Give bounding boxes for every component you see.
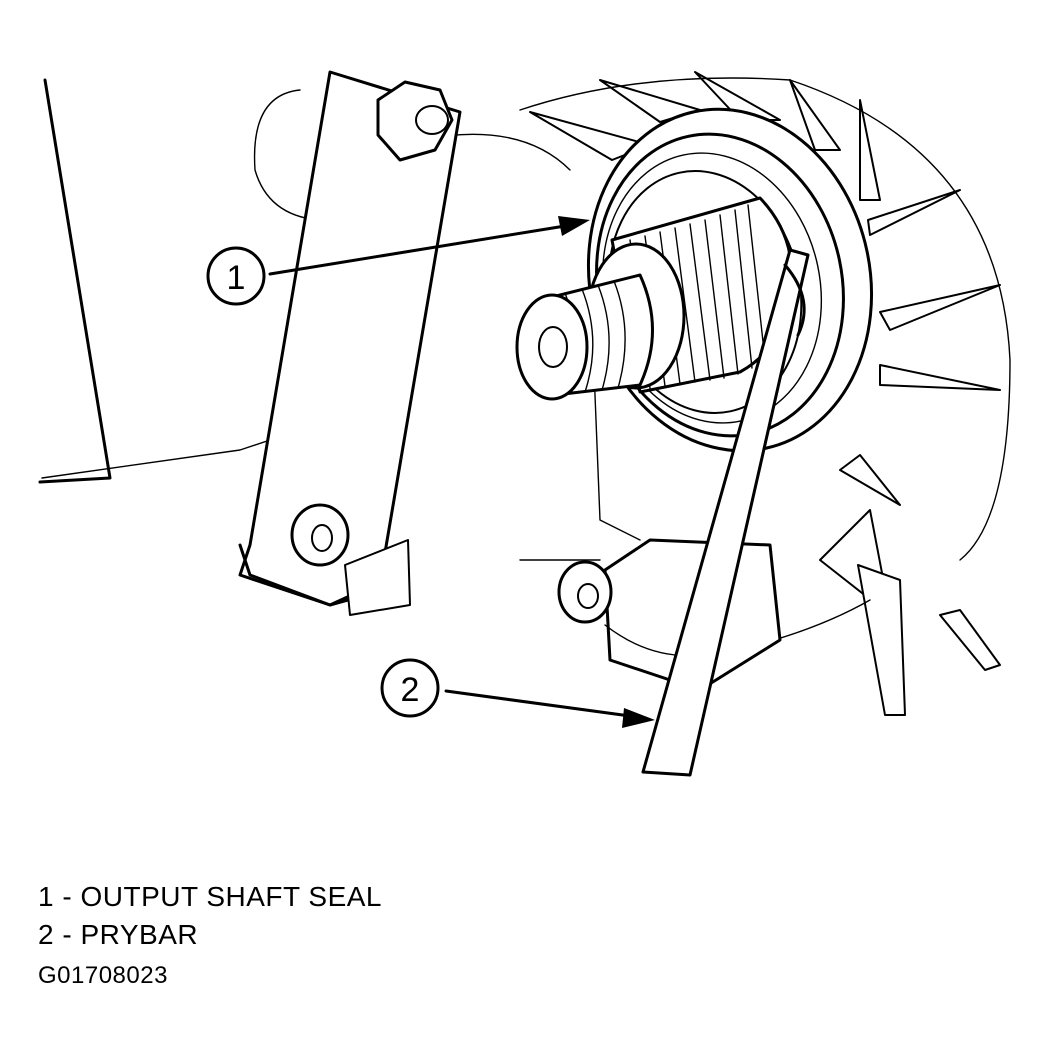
legend-item-1-number: 1 [38,881,55,912]
legend-item-1: 1 - OUTPUT SHAFT SEAL [38,881,382,912]
mounting-bracket [238,70,462,616]
callout-1: 1 [206,216,590,306]
legend: 1 - OUTPUT SHAFT SEAL 2 - PRYBAR [38,878,382,954]
callout-2: 2 [380,658,655,728]
figure-code: G01708023 [38,962,168,989]
legend-item-2-label: PRYBAR [80,919,199,950]
threaded-shaft-end [515,273,654,401]
prybar [641,248,810,777]
legend-item-2-number: 2 [38,919,55,950]
callout-1-number: 1 [227,259,246,297]
callout-2-number: 2 [401,671,420,709]
housing-lug [557,538,782,692]
legend-item-1-label: OUTPUT SHAFT SEAL [80,881,382,912]
legend-item-2: 2 - PRYBAR [38,919,199,950]
transaxle-diagram: 1 2 [38,70,1011,777]
